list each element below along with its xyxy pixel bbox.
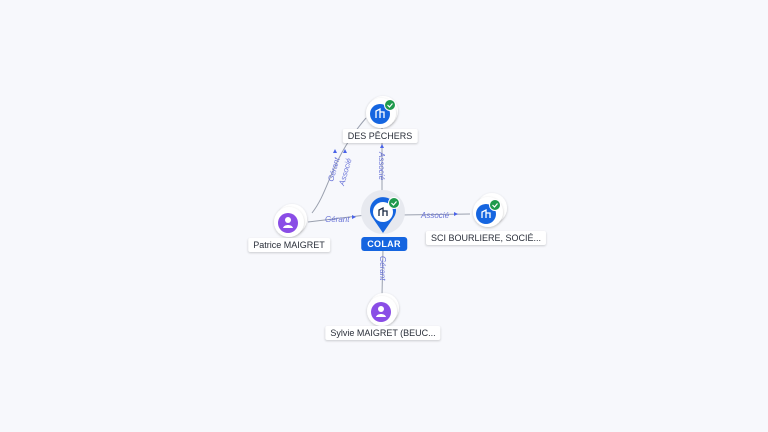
- arrow-icon: [454, 212, 458, 216]
- label-sci-bourliere[interactable]: SCI BOURLIERE, SOCIÉ...: [425, 231, 547, 245]
- edge-label-associe-colar-sci: Associé: [420, 211, 450, 220]
- node-colar[interactable]: [361, 190, 405, 234]
- node-patrice-maigret[interactable]: [274, 204, 307, 237]
- edge-patrice-colar: [307, 214, 367, 223]
- arrow-icon: [343, 149, 347, 153]
- label-des-pechers[interactable]: DES PÊCHERS: [342, 129, 418, 143]
- verified-check-icon: [388, 197, 400, 209]
- verified-check-icon: [384, 99, 396, 111]
- label-colar[interactable]: COLAR: [361, 237, 407, 251]
- arrow-icon: [333, 149, 337, 153]
- edge-colar-sylvie: [381, 247, 384, 297]
- label-sylvie-maigret[interactable]: Sylvie MAIGRET (BEUC...: [325, 326, 441, 340]
- verified-check-icon: [489, 199, 501, 211]
- edge-label-associe-colar-pechers: Associé: [377, 151, 386, 181]
- edge-label-gerant-colar-sylvie: Gérant: [378, 256, 387, 281]
- node-sci-bourliere[interactable]: [473, 193, 507, 227]
- edge-label-gerant-patrice-colar: Gérant: [325, 215, 350, 224]
- building-icon: [378, 206, 388, 216]
- arrow-icon: [380, 144, 384, 148]
- node-sylvie-maigret[interactable]: [367, 293, 399, 326]
- node-des-pechers[interactable]: [366, 96, 398, 128]
- edge-colar-sci-bourliere: [399, 213, 471, 216]
- arrow-icon: [352, 215, 356, 219]
- label-patrice-maigret[interactable]: Patrice MAIGRET: [248, 238, 330, 252]
